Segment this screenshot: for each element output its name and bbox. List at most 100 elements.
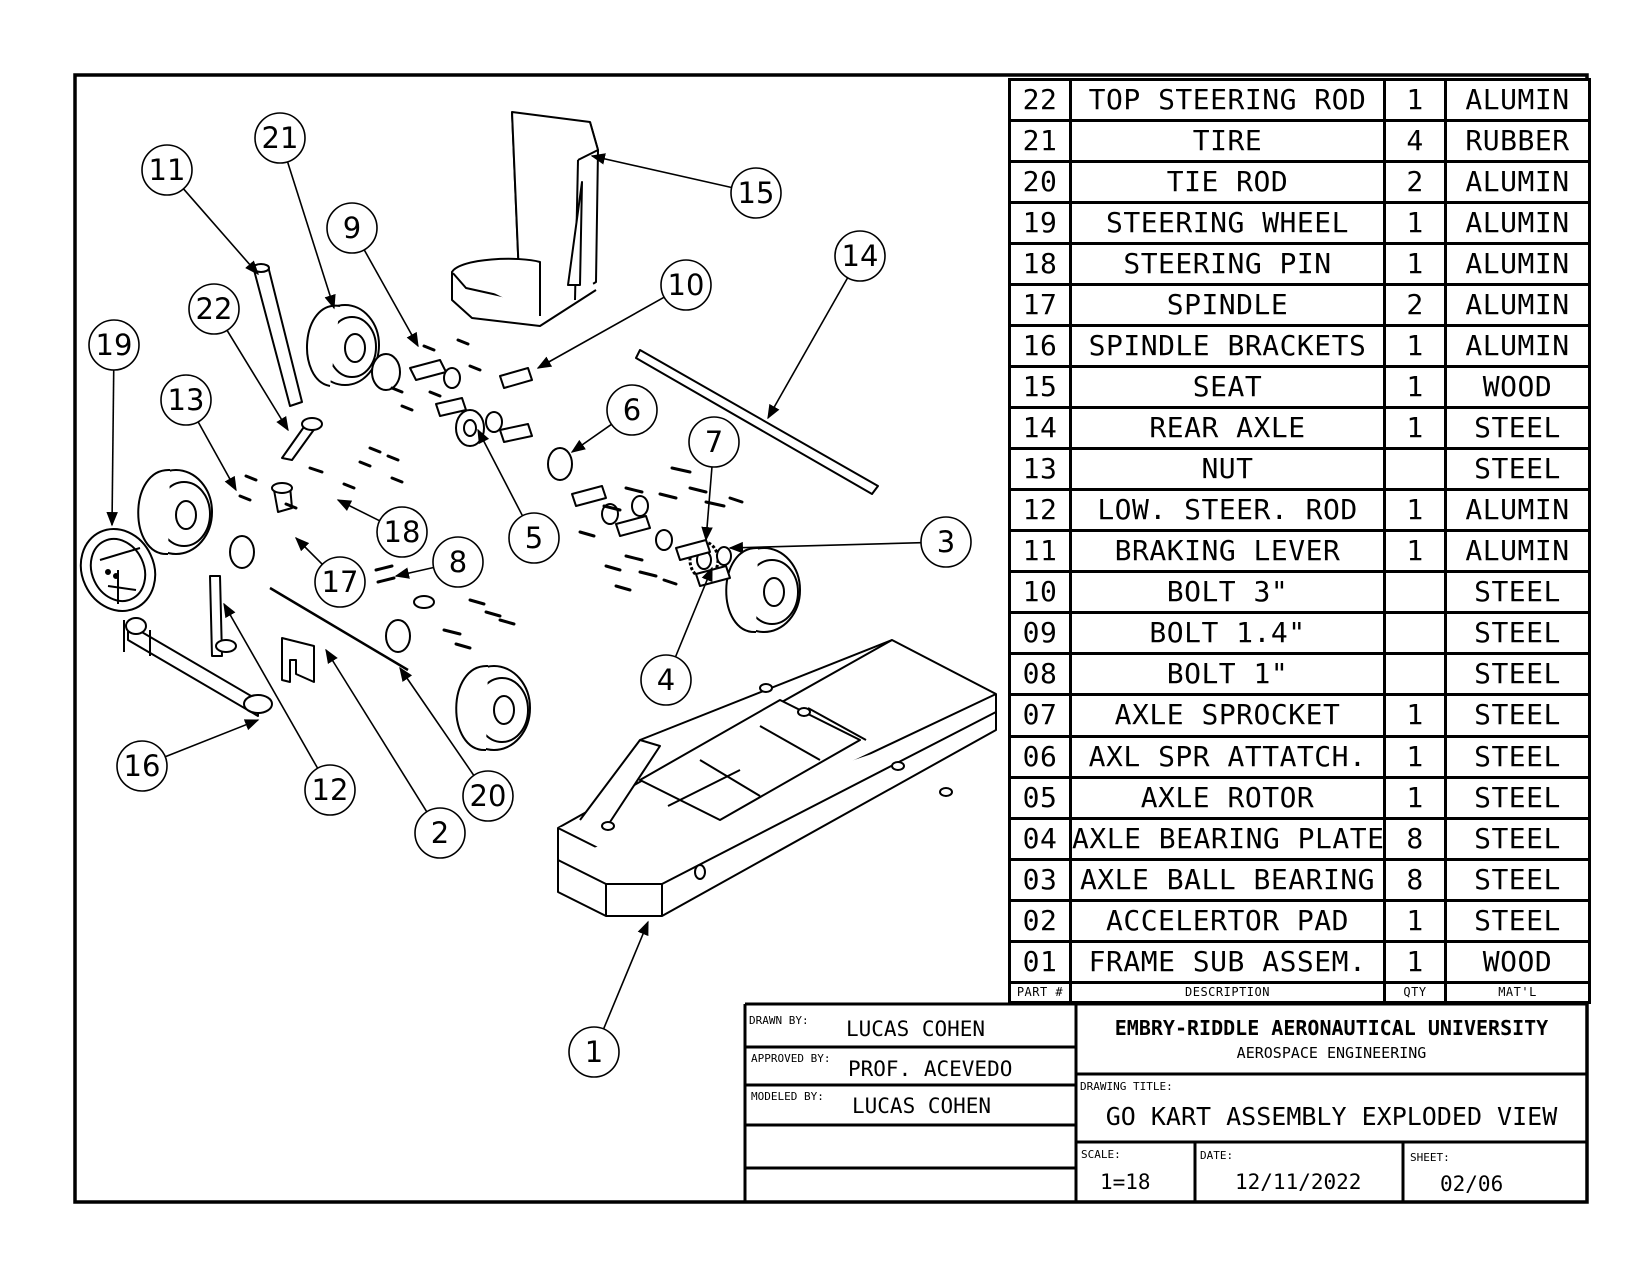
balloon-circle [508,512,560,564]
tire-part-left [137,468,213,556]
bom-cell-material: STEEL [1444,652,1591,697]
department-name: AEROSPACE ENGINEERING [1236,1044,1427,1062]
bom-cell-material: RUBBER [1444,119,1591,164]
accelerator-pad-part [281,637,315,683]
bom-cell-part: 04 [1008,816,1072,861]
balloon-number: 18 [384,515,421,549]
leader-line [477,428,524,517]
leader-line [336,499,380,522]
bom-cell-material: ALUMIN [1444,201,1591,246]
bom-cell-part: 11 [1008,529,1072,574]
bom-cell-qty: 1 [1383,406,1447,451]
bom-cell-part: 19 [1008,201,1072,246]
leader-line [106,369,118,527]
balloon-callout: 12 [223,602,356,816]
balloon-number: 15 [738,176,775,210]
approved-by-label: APPROVED BY: [751,1052,831,1065]
bom-cell-part: 02 [1008,898,1072,943]
bom-cell-qty: 1 [1383,939,1447,984]
bom-cell-qty: 2 [1383,160,1447,205]
bom-cell-description: SPINDLE BRACKETS [1069,324,1386,369]
balloon-callout: 15 [590,153,782,219]
balloon-callout: 19 [88,319,140,527]
bom-cell-description: REAR AXLE [1069,406,1386,451]
bom-cell-material: STEEL [1444,693,1591,738]
bom-cell-description: AXLE BALL BEARING [1069,857,1386,902]
bom-cell-description: AXLE SPROCKET [1069,693,1386,738]
balloon-callout: 14 [767,230,886,420]
leader-line [294,536,323,565]
university-name: EMBRY-RIDDLE AERONAUTICAL UNIVERSITY [1114,1016,1549,1040]
bom-cell-description: AXL SPR ATTATCH. [1069,734,1386,779]
top-steering-rod-part [281,417,323,461]
bom-cell-part: 15 [1008,365,1072,410]
balloon-circle [314,556,366,608]
bom-cell-material: ALUMIN [1444,488,1591,533]
balloon-circle [141,144,193,196]
leader-line [767,277,849,420]
drawn-by-label: DRAWN BY: [749,1014,809,1027]
drawing-title: GO KART ASSEMBLY EXPLODED VIEW [1105,1102,1558,1131]
leader-line [286,161,336,310]
bom-cell-material: ALUMIN [1444,77,1591,123]
bom-cell-qty [1383,611,1447,656]
bom-cell-part: 13 [1008,447,1072,492]
balloon-circle [376,506,428,558]
balloon-number: 20 [470,779,507,813]
bom-cell-part: 17 [1008,283,1072,328]
scale-label: SCALE: [1081,1148,1121,1161]
bom-cell-description: SPINDLE [1069,283,1386,328]
bom-cell-qty: 1 [1383,488,1447,533]
bom-cell-part: 08 [1008,652,1072,697]
balloon-number: 21 [262,121,299,155]
bom-cell-description: STEERING WHEEL [1069,201,1386,246]
leader-line [728,541,922,554]
balloon-callout: 2 [325,648,466,859]
sheet-label: SHEET: [1410,1151,1450,1164]
date-value: 12/11/2022 [1235,1170,1362,1194]
balloon-callout: 17 [294,536,366,608]
balloon-number: 10 [668,268,705,302]
bom-cell-qty: 1 [1383,529,1447,574]
balloon-number: 1 [585,1035,603,1069]
balloon-number: 17 [322,565,359,599]
bom-cell-qty: 2 [1383,283,1447,328]
bom-cell-part: 01 [1008,939,1072,984]
leader-line [197,421,237,492]
bom-cell-part: 14 [1008,406,1072,451]
balloon-circle [326,202,378,254]
bom-cell-material: STEEL [1444,734,1591,779]
bom-cell-material: ALUMIN [1444,324,1591,369]
bom-cell-part: 22 [1008,77,1072,123]
seat-part [451,111,599,327]
bom-cell-description: NUT [1069,447,1386,492]
balloon-circle [414,807,466,859]
spindle-part [229,353,573,653]
bom-cell-material: STEEL [1444,570,1591,615]
balloon-circle [304,764,356,816]
bom-cell-material: ALUMIN [1444,242,1591,287]
bom-cell-description: FRAME SUB ASSEM. [1069,939,1386,984]
bom-cell-description: ACCELERTOR PAD [1069,898,1386,943]
balloon-number: 2 [431,816,449,850]
balloon-callout: 22 [188,283,289,432]
tire-part-right [725,546,801,634]
bom-cell-description: BOLT 1" [1069,652,1386,697]
bom-cell-material: STEEL [1444,857,1591,902]
leader-line [701,466,713,542]
bom-cell-material: WOOD [1444,939,1591,984]
